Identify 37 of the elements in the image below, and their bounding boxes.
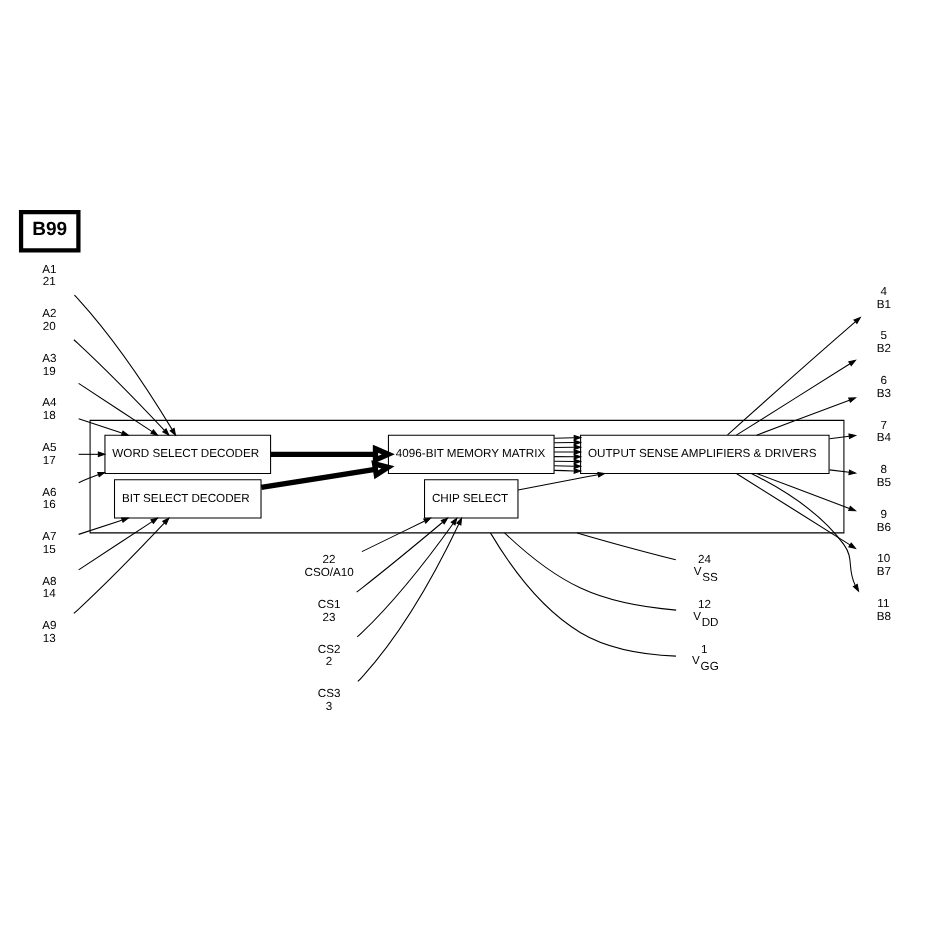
cluster bbox=[89, 418, 845, 533]
arrow bbox=[553, 433, 583, 440]
connector bbox=[489, 531, 677, 656]
arrow bbox=[756, 396, 857, 435]
arrow bbox=[270, 443, 395, 463]
arrow bbox=[756, 471, 857, 511]
arrow bbox=[260, 459, 395, 490]
arrow bbox=[553, 443, 583, 450]
arrow bbox=[553, 466, 583, 473]
arrow bbox=[553, 452, 583, 459]
arrow bbox=[553, 438, 583, 445]
connector bbox=[504, 531, 677, 610]
arrow bbox=[78, 516, 130, 534]
arrow bbox=[356, 516, 449, 592]
arrow bbox=[553, 447, 583, 454]
arrow bbox=[78, 470, 107, 483]
arrow bbox=[750, 471, 860, 592]
arrow bbox=[735, 471, 857, 549]
arrow bbox=[553, 462, 583, 469]
arrow bbox=[553, 457, 583, 464]
connector bbox=[576, 531, 677, 560]
arrow bbox=[73, 516, 170, 613]
arrow bbox=[78, 516, 159, 570]
arrow bbox=[78, 381, 159, 436]
arrow bbox=[517, 470, 607, 490]
label: B99 bbox=[32, 217, 68, 240]
arrow bbox=[735, 358, 857, 435]
arrow bbox=[829, 432, 858, 439]
arrow bbox=[78, 450, 107, 457]
arrow bbox=[73, 293, 177, 436]
arrow bbox=[361, 516, 432, 552]
arrow bbox=[356, 516, 458, 637]
arrow bbox=[78, 417, 130, 435]
arrow bbox=[829, 468, 858, 475]
arrow bbox=[73, 338, 170, 436]
arrow bbox=[357, 515, 463, 681]
arrow bbox=[727, 315, 862, 435]
